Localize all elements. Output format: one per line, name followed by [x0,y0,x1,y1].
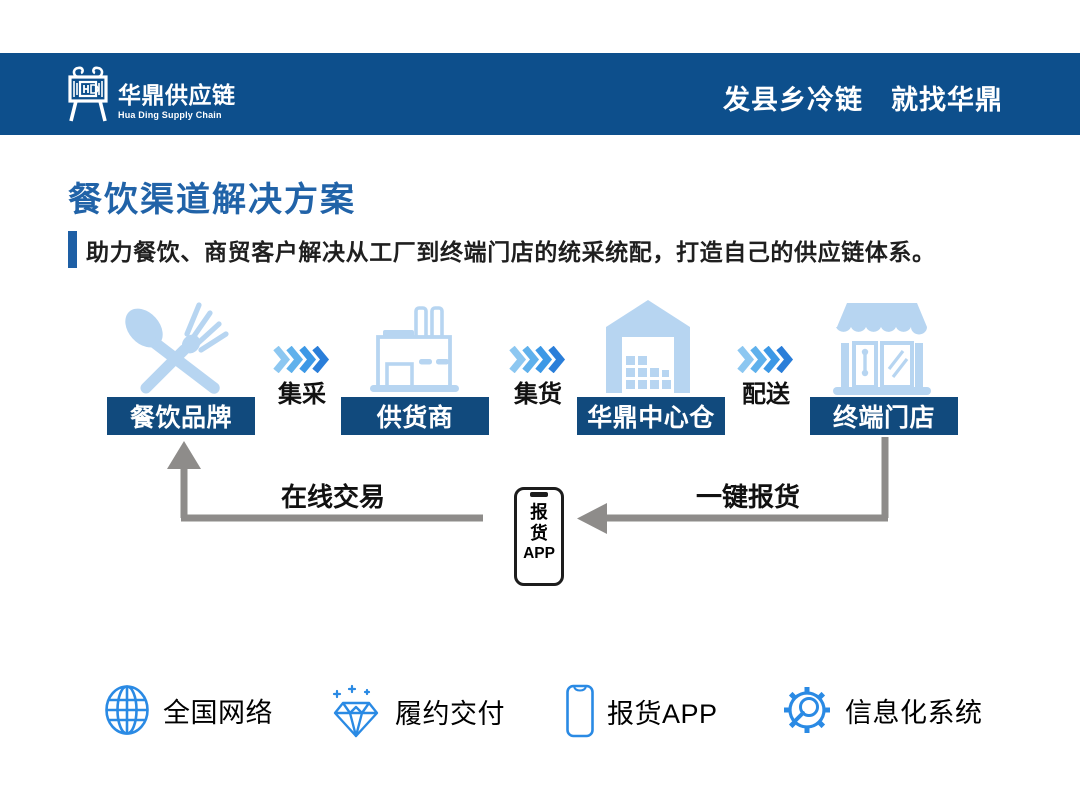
phone-label-2: 货 [530,523,548,544]
diamond-icon [332,684,379,738]
feature-fulfillment: 履约交付 [330,684,505,738]
order-app-phone: 报 货 APP [514,487,564,586]
utensils-icon [125,302,229,394]
chevrons-right-icon [509,346,566,373]
loop-label-one-key-order: 一键报货 [696,482,801,512]
link-label-peisong: 配送 [742,381,790,408]
feature-national-network: 全国网络 [104,684,273,736]
storefront-icon [833,303,931,395]
page-title: 餐饮渠道解决方案 [68,181,356,219]
accent-bar [68,231,77,268]
feature-label: 信息化系统 [845,697,983,728]
phone-label-3: APP [523,544,555,562]
subtitle: 助力餐饮、商贸客户解决从工厂到终端门店的统采统配，打造自己的供应链体系。 [86,238,936,265]
brand-name-en: Hua Ding Supply Chain [118,110,222,121]
chevrons-right-icon [273,346,330,373]
factory-icon [370,306,459,392]
phone-notch [530,492,548,497]
header-bar: 华鼎供应链 Hua Ding Supply Chain 发县乡冷链 就找华鼎 [0,53,1080,135]
ding-logo-icon [68,66,108,122]
stage-box-central-warehouse: 华鼎中心仓 [577,397,725,435]
stage-box-terminal-store: 终端门店 [810,397,958,435]
feature-label: 全国网络 [163,697,273,728]
phone-icon [566,684,594,738]
globe-icon [105,685,149,735]
brand-name: 华鼎供应链 [118,82,236,108]
logo: 华鼎供应链 Hua Ding Supply Chain [66,65,236,123]
feature-label: 报货APP [607,698,718,729]
feature-order-app: 报货APP [566,684,718,738]
feature-label: 履约交付 [395,698,505,729]
phone-label-1: 报 [530,502,548,522]
warehouse-icon [606,300,690,393]
link-label-jihuo: 集货 [514,381,562,408]
chevrons-right-icon [737,346,794,373]
feature-information-system: 信息化系统 [782,684,983,736]
header-slogan: 发县乡冷链 就找华鼎 [723,85,1003,115]
loop-label-online-trade: 在线交易 [281,482,386,512]
gear-system-icon [784,687,830,733]
stage-box-restaurant-brand: 餐饮品牌 [107,397,255,435]
link-label-jicai: 集采 [278,381,326,408]
stage-box-supplier: 供货商 [341,397,489,435]
